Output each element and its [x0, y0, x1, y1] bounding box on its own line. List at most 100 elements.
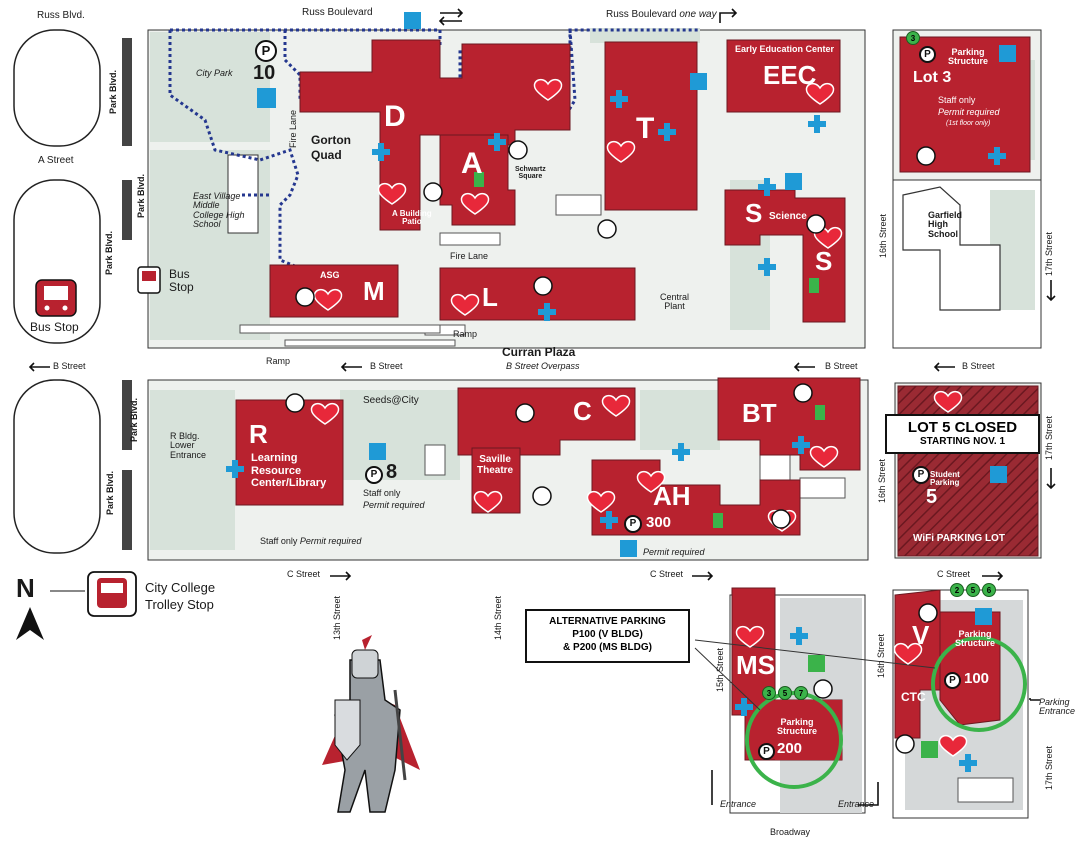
label-17th-street-2: 17th Street: [1044, 415, 1054, 460]
lot5-closed-notice: LOT 5 CLOSED STARTING NOV. 1: [885, 414, 1040, 454]
p200-structure-label: Parking Structure: [777, 717, 818, 737]
label-14th-street: 14th Street: [493, 595, 503, 640]
label-gorton-quad: Gorton Quad: [311, 133, 351, 162]
lot3-permit-label: Permit required: [938, 107, 1000, 117]
parking-200-label[interactable]: 200: [777, 740, 803, 757]
parking-300-label[interactable]: 300: [646, 514, 672, 531]
saville-label[interactable]: Saville Theatre: [477, 454, 514, 476]
label-trolley-stop: City College Trolley Stop: [145, 580, 216, 612]
label-c-street-3: C Street: [937, 569, 971, 579]
label-r-lower-entrance: R Bldg. Lower Entrance: [170, 431, 207, 460]
lot3-label[interactable]: Lot 3: [913, 69, 952, 86]
alternative-parking-notice: ALTERNATIVE PARKING P100 (V BLDG) & P200…: [525, 609, 690, 663]
p8-staff-label: Staff only: [363, 488, 401, 498]
parking-icon-8: P: [365, 466, 383, 484]
building-c-label[interactable]: C: [573, 396, 592, 426]
building-eec-label[interactable]: EEC: [763, 60, 817, 90]
label-broadway: Broadway: [770, 827, 811, 837]
building-ctc-label[interactable]: CTC: [901, 690, 926, 704]
route-badge-ms-2: 5: [778, 686, 792, 700]
route-badge-v-3: 6: [982, 583, 996, 597]
label-a-street: A Street: [38, 155, 74, 166]
route-3-badge-lot3: 3: [906, 31, 920, 45]
parking-icon-200: P: [758, 743, 775, 760]
parking-icon-300: P: [624, 515, 642, 533]
parking-10-label[interactable]: 10: [253, 62, 276, 84]
lot5-closed-line2: STARTING NOV. 1: [919, 436, 1005, 447]
parking-icon-5: P: [912, 466, 930, 484]
label-russ-blvd: Russ Blvd.: [37, 10, 85, 21]
label-b-street-overpass: B Street Overpass: [506, 361, 580, 371]
label-16th-street-2: 16th Street: [877, 458, 887, 503]
label-ramp-1: Ramp: [453, 329, 478, 339]
lot3-floor-label: (1st floor only): [946, 120, 991, 127]
building-bt-label[interactable]: BT: [742, 398, 777, 428]
label-parking-entrance: Parking Entrance: [1039, 697, 1076, 717]
building-s-label[interactable]: S: [745, 198, 763, 228]
label-fire-lane-1: Fire Lane: [288, 109, 298, 148]
route-badge-v-1: 2: [950, 583, 964, 597]
lot5-student-parking-label: Student Parking: [930, 470, 960, 488]
label-fire-lane-2: Fire Lane: [450, 251, 489, 261]
building-ms-label[interactable]: MS: [736, 650, 775, 680]
knight-mascot-icon: [322, 635, 420, 813]
left-block-1: [13, 29, 101, 147]
building-ah-label[interactable]: AH: [653, 481, 691, 511]
building-v-label[interactable]: V: [912, 620, 930, 650]
label-b-street-1: B Street: [53, 361, 86, 371]
alt-parking-line3: & P200 (MS BLDG): [563, 642, 652, 653]
label-17th-street-1: 17th Street: [1044, 231, 1054, 276]
label-c-street-2: C Street: [650, 569, 684, 579]
label-b-street-4: B Street: [962, 361, 995, 371]
p100-structure-label: Parking Structure: [955, 629, 996, 649]
building-l-label[interactable]: L: [482, 282, 498, 312]
label-permit-ah: Permit required: [643, 547, 705, 557]
label-13th-street: 13th Street: [332, 595, 342, 640]
a-building-patio-label: A Building Patio: [392, 209, 432, 227]
alt-parking-line1: ALTERNATIVE PARKING: [549, 616, 666, 627]
building-a-label[interactable]: A: [461, 147, 483, 180]
label-russ-oneway: Russ Boulevard one way: [606, 9, 717, 20]
label-park-blvd-5: Park Blvd.: [105, 470, 115, 515]
garfield-high-school: [902, 186, 1001, 311]
wifi-parking-lot-label: WiFi PARKING LOT: [913, 533, 1005, 544]
label-bus-stop-left: Bus Stop: [30, 320, 79, 334]
label-north: N: [16, 573, 35, 603]
science-label: Science: [769, 211, 807, 222]
parking-icon-100: P: [944, 672, 961, 689]
lot3-staff-label: Staff only: [938, 95, 976, 105]
building-v: [894, 589, 941, 739]
parking-8-label[interactable]: 8: [386, 461, 398, 483]
building-bt: [717, 377, 861, 471]
alt-parking-line2: P100 (V BLDG): [572, 629, 643, 640]
label-16th-street-1: 16th Street: [878, 213, 888, 258]
building-t: [604, 41, 698, 211]
building-d-label[interactable]: D: [384, 100, 406, 133]
p8-permit-label: Permit required: [363, 500, 425, 510]
lot5-closed-line1: LOT 5 CLOSED: [907, 419, 1018, 436]
building-t-label[interactable]: T: [636, 112, 655, 145]
lot5-label[interactable]: 5: [926, 486, 938, 508]
label-park-blvd-2: Park Blvd.: [136, 173, 146, 218]
left-block-3: [13, 379, 101, 554]
p100-highlight-circle: [931, 636, 1027, 732]
label-central-plant: Central Plant: [660, 292, 690, 312]
lot3-structure-label: Parking Structure: [948, 47, 989, 67]
route-badge-v-2: 5: [966, 583, 980, 597]
north-arrow-icon: [16, 607, 44, 640]
parking-100-label[interactable]: 100: [964, 670, 990, 687]
eec-name: Early Education Center: [735, 44, 835, 54]
building-s2-label[interactable]: S: [815, 246, 833, 276]
building-c: [457, 387, 636, 456]
parking-icon-lot3: P: [919, 46, 936, 63]
building-r-label[interactable]: R: [249, 419, 268, 449]
label-seeds-city: Seeds@City: [363, 395, 419, 406]
label-staff-only-bottom: Staff only Permit required: [260, 536, 362, 546]
label-16th-street-3: 16th Street: [876, 633, 886, 678]
label-b-street-2: B Street: [370, 361, 403, 371]
asg-label: ASG: [320, 270, 340, 280]
label-ramp-2: Ramp: [266, 356, 291, 366]
building-m-label[interactable]: M: [363, 276, 385, 306]
label-bus-stop: Bus Stop: [169, 267, 194, 294]
